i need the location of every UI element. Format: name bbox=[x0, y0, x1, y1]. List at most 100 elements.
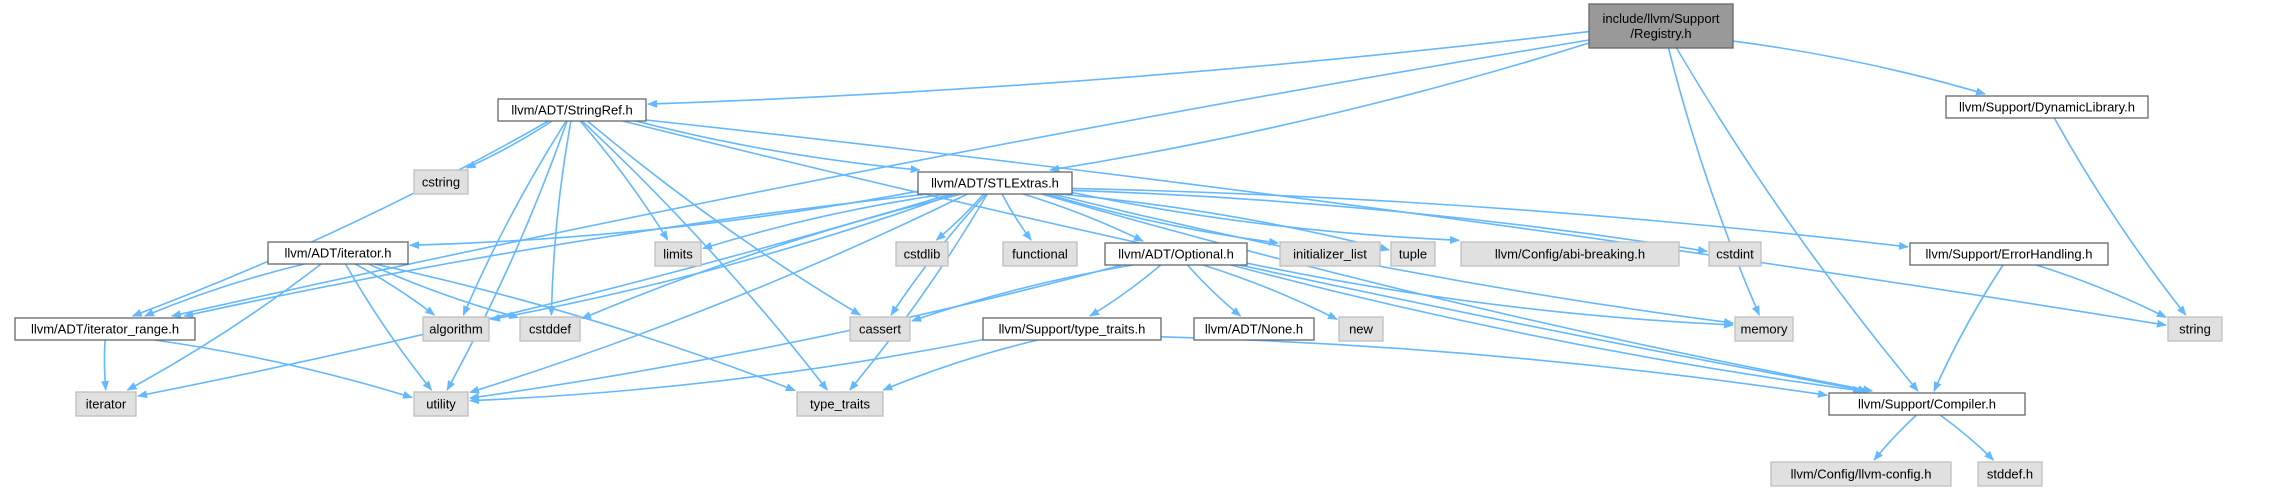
node-label-functional: functional bbox=[1012, 246, 1068, 261]
edge-iterator_h-to-iterator bbox=[126, 263, 322, 391]
edge-stringref-to-limits bbox=[579, 120, 669, 241]
edge-stlextras-to-abibreaking bbox=[1071, 191, 1460, 244]
edge-iterator_h-to-algorithm bbox=[354, 263, 436, 316]
edge-stringref-to-string bbox=[645, 119, 2167, 328]
node-label-new: new bbox=[1349, 321, 1373, 336]
edge-optional-to-none bbox=[1186, 264, 1242, 317]
edge-iterator_range-to-utility bbox=[154, 339, 413, 399]
edge-registry-to-stlextras bbox=[1049, 42, 1590, 173]
node-label-optional: llvm/ADT/Optional.h bbox=[1118, 246, 1234, 261]
node-label-utility: utility bbox=[426, 396, 456, 411]
edge-iterator_h-to-cstddef bbox=[368, 263, 519, 320]
node-dynlib[interactable]: llvm/Support/DynamicLibrary.h bbox=[1945, 95, 2149, 119]
edge-iterator_h-to-utility bbox=[344, 263, 433, 391]
edge-registry-to-stringref bbox=[647, 30, 1590, 108]
edge-registry-to-memory bbox=[1667, 47, 1760, 316]
node-compiler[interactable]: llvm/Support/Compiler.h bbox=[1828, 392, 2026, 416]
node-stringref[interactable]: llvm/ADT/StringRef.h bbox=[497, 98, 647, 122]
node-none[interactable]: llvm/ADT/None.h bbox=[1193, 317, 1315, 341]
node-box-type_traits bbox=[796, 391, 884, 417]
node-optional[interactable]: llvm/ADT/Optional.h bbox=[1104, 242, 1248, 266]
node-llvmconfig: llvm/Config/llvm-config.h bbox=[1770, 461, 1952, 487]
node-box-new bbox=[1338, 316, 1384, 342]
node-box-cstddef bbox=[519, 316, 581, 342]
edge-stlextras-to-errorhandling bbox=[1071, 187, 1909, 250]
node-label-cstddef: cstddef bbox=[529, 321, 571, 336]
nodes: include/llvm/Support/Registry.h llvm/ADT/… bbox=[14, 3, 2223, 487]
node-box-iterator_h bbox=[267, 241, 409, 265]
edge-stlextras-to-type_traits bbox=[849, 193, 988, 391]
node-label-tuple: tuple bbox=[1399, 246, 1427, 261]
node-box-llvmconfig bbox=[1770, 461, 1952, 487]
node-box-typetraits_h bbox=[982, 317, 1162, 341]
node-box-registry bbox=[1588, 3, 1734, 49]
edge-errorhandling-to-compiler bbox=[1933, 264, 2004, 392]
node-box-tuple bbox=[1390, 241, 1436, 267]
node-box-string bbox=[2167, 316, 2223, 342]
node-label-abibreaking: llvm/Config/abi-breaking.h bbox=[1495, 246, 1645, 261]
node-tuple: tuple bbox=[1390, 241, 1436, 267]
edge-stlextras-to-cstdint bbox=[1071, 189, 1708, 254]
node-limits: limits bbox=[654, 241, 702, 267]
edge-dynlib-to-string bbox=[2053, 117, 2187, 316]
edge-stlextras-to-limits bbox=[702, 193, 947, 250]
node-label-registry: /Registry.h bbox=[1630, 26, 1691, 41]
edge-stringref-to-compiler bbox=[622, 120, 1869, 394]
node-algorithm: algorithm bbox=[422, 316, 490, 342]
node-label-iterator_h: llvm/ADT/iterator.h bbox=[285, 245, 392, 260]
node-label-cstdlib: cstdlib bbox=[904, 246, 941, 261]
node-cstdlib: cstdlib bbox=[895, 241, 949, 267]
node-box-errorhandling bbox=[1909, 242, 2109, 266]
node-typetraits_h[interactable]: llvm/Support/type_traits.h bbox=[982, 317, 1162, 341]
node-abibreaking: llvm/Config/abi-breaking.h bbox=[1460, 241, 1680, 267]
node-string: string bbox=[2167, 316, 2223, 342]
edge-stringref-to-stlextras bbox=[635, 120, 921, 174]
node-cassert: cassert bbox=[849, 316, 911, 342]
node-label-stddef: stddef.h bbox=[1987, 466, 2033, 481]
node-box-iterator_range bbox=[14, 317, 196, 341]
node-errorhandling[interactable]: llvm/Support/ErrorHandling.h bbox=[1909, 242, 2109, 266]
node-box-none bbox=[1193, 317, 1315, 341]
edge-optional-to-typetraits_h bbox=[1089, 264, 1162, 317]
node-cstring: cstring bbox=[413, 169, 469, 195]
node-label-llvmconfig: llvm/Config/llvm-config.h bbox=[1791, 466, 1932, 481]
node-box-initializer_list bbox=[1279, 241, 1381, 267]
node-label-stlextras: llvm/ADT/STLExtras.h bbox=[931, 175, 1059, 190]
node-stddef: stddef.h bbox=[1977, 461, 2043, 487]
edge-registry-to-dynlib bbox=[1732, 40, 1986, 96]
node-iterator_range[interactable]: llvm/ADT/iterator_range.h bbox=[14, 317, 196, 341]
node-label-errorhandling: llvm/Support/ErrorHandling.h bbox=[1926, 246, 2093, 261]
edge-optional-to-utility bbox=[469, 264, 1123, 401]
edge-iterator_range-to-iterator bbox=[100, 339, 109, 391]
edge-iterator_h-to-iterator_range bbox=[143, 263, 305, 317]
node-box-stlextras bbox=[917, 171, 1073, 195]
edge-stlextras-to-iterator_h bbox=[409, 190, 919, 250]
edge-optional-to-memory bbox=[1246, 262, 1734, 329]
node-stlextras[interactable]: llvm/ADT/STLExtras.h bbox=[917, 171, 1073, 195]
edge-stlextras-to-cstdlib bbox=[935, 193, 985, 241]
edge-stlextras-to-utility bbox=[469, 193, 968, 394]
edge-stringref-to-type_traits bbox=[581, 120, 828, 391]
node-box-limits bbox=[654, 241, 702, 267]
node-iterator_h[interactable]: llvm/ADT/iterator.h bbox=[267, 241, 409, 265]
edge-registry-to-compiler bbox=[1675, 47, 1919, 392]
edge-stringref-to-cstring bbox=[465, 120, 553, 169]
edge-typetraits_h-to-compiler bbox=[1160, 336, 1828, 398]
node-box-abibreaking bbox=[1460, 241, 1680, 267]
node-box-dynlib bbox=[1945, 95, 2149, 119]
edge-stringref-to-iterator_range bbox=[131, 120, 549, 317]
edge-errorhandling-to-string bbox=[2036, 264, 2167, 319]
edge-stlextras-to-memory bbox=[1052, 193, 1734, 326]
edge-typetraits_h-to-type_traits bbox=[882, 339, 1039, 391]
node-label-initializer_list: initializer_list bbox=[1293, 246, 1367, 261]
node-label-string: string bbox=[2179, 321, 2211, 336]
edge-stlextras-to-algorithm bbox=[490, 193, 955, 322]
node-box-cstdlib bbox=[895, 241, 949, 267]
node-box-functional bbox=[1002, 241, 1078, 267]
node-label-iterator_range: llvm/ADT/iterator_range.h bbox=[31, 321, 179, 336]
node-label-type_traits: type_traits bbox=[810, 396, 870, 411]
node-registry[interactable]: include/llvm/Support/Registry.h bbox=[1588, 3, 1734, 49]
node-label-limits: limits bbox=[663, 246, 693, 261]
node-cstddef: cstddef bbox=[519, 316, 581, 342]
node-label-algorithm: algorithm bbox=[429, 321, 482, 336]
